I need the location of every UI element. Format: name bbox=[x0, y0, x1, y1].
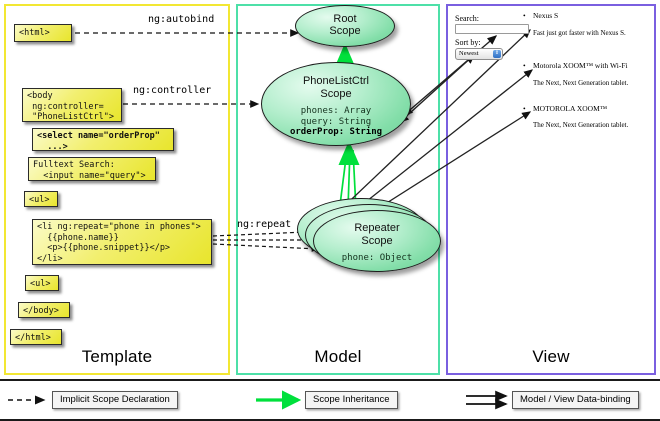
view-search-input[interactable] bbox=[455, 24, 529, 34]
view-sort-label: Sort by: bbox=[455, 38, 481, 47]
code-box-ul-open[interactable]: <ul> bbox=[24, 191, 58, 207]
panel-model: Model bbox=[236, 4, 440, 375]
legend-divider-bottom bbox=[0, 419, 660, 421]
scope-phonelistctrl[interactable]: PhoneListCtrl Scope phones: Array query:… bbox=[261, 62, 411, 146]
legend-divider-top bbox=[0, 379, 660, 381]
phone-snippet: The Next, Next Generation tablet. bbox=[533, 79, 629, 87]
scope-phonelistctrl-title-1: PhoneListCtrl bbox=[302, 75, 370, 87]
scope-root[interactable]: Root Scope bbox=[295, 5, 395, 47]
scope-repeater-props: phone: Object bbox=[341, 253, 413, 263]
phone-name[interactable]: Motorola XOOM™ with Wi-Fi bbox=[533, 61, 628, 70]
scope-repeater[interactable]: Repeater Scope phone: Object bbox=[313, 210, 441, 272]
legend-label-implicit-scope-declaration: Implicit Scope Declaration bbox=[52, 391, 178, 409]
code-box-html-open[interactable]: <html> bbox=[14, 24, 72, 42]
edge-label-controller: ng:controller bbox=[133, 85, 212, 96]
scope-root-title-1: Root bbox=[333, 13, 357, 25]
scope-root-title-2: Scope bbox=[329, 25, 361, 37]
scope-phonelistctrl-props: phones: Array query: String bbox=[300, 106, 372, 127]
phone-name[interactable]: Nexus S bbox=[533, 11, 559, 20]
scope-repeater-title-2: Scope bbox=[361, 235, 393, 247]
code-box-body-close[interactable]: </body> bbox=[18, 302, 70, 318]
panel-template-label: Template bbox=[81, 347, 153, 366]
edge-label-autobind: ng:autobind bbox=[148, 14, 215, 25]
code-box-body[interactable]: <body ng:controller= "PhoneListCtrl"> bbox=[22, 88, 122, 122]
phone-snippet: The Next, Next Generation tablet. bbox=[533, 121, 629, 129]
view-sort-select[interactable]: Newest ⇕ bbox=[455, 48, 503, 60]
code-box-li-repeat[interactable]: <li ng:repeat="phone in phones"> {{phone… bbox=[32, 219, 212, 265]
code-box-search-input[interactable]: Fulltext Search: <input name="query"> bbox=[28, 157, 156, 181]
chevron-updown-icon: ⇕ bbox=[493, 50, 501, 58]
list-bullet: • bbox=[523, 11, 526, 20]
scope-phonelistctrl-props-orderprop: orderProp: String bbox=[289, 127, 383, 137]
code-box-select[interactable]: <select name="orderProp" ...> bbox=[32, 128, 174, 152]
legend-arrow-layer bbox=[8, 390, 508, 410]
list-bullet: • bbox=[523, 104, 526, 113]
list-bullet: • bbox=[523, 61, 526, 70]
legend-label-model-view-data-binding: Model / View Data-binding bbox=[512, 391, 639, 409]
scope-repeater-title-1: Repeater bbox=[354, 222, 400, 234]
edge-label-repeat: ng:repeat bbox=[237, 219, 292, 230]
view-search-label: Search: bbox=[455, 14, 479, 23]
phone-snippet: Fast just got faster with Nexus S. bbox=[533, 29, 626, 37]
code-box-html-close[interactable]: </html> bbox=[10, 329, 62, 345]
panel-view-label: View bbox=[532, 347, 570, 366]
legend-label-scope-inheritance: Scope Inheritance bbox=[305, 391, 398, 409]
legend: Implicit Scope Declaration Scope Inherit… bbox=[0, 380, 660, 421]
panel-template: Template bbox=[4, 4, 230, 375]
panel-model-label: Model bbox=[314, 347, 362, 366]
code-box-ul-close[interactable]: <ul> bbox=[25, 275, 59, 291]
phone-name[interactable]: MOTOROLA XOOM™ bbox=[533, 104, 608, 113]
view-sort-selected-value: Newest bbox=[459, 50, 479, 57]
scope-phonelistctrl-title-2: Scope bbox=[320, 88, 352, 100]
